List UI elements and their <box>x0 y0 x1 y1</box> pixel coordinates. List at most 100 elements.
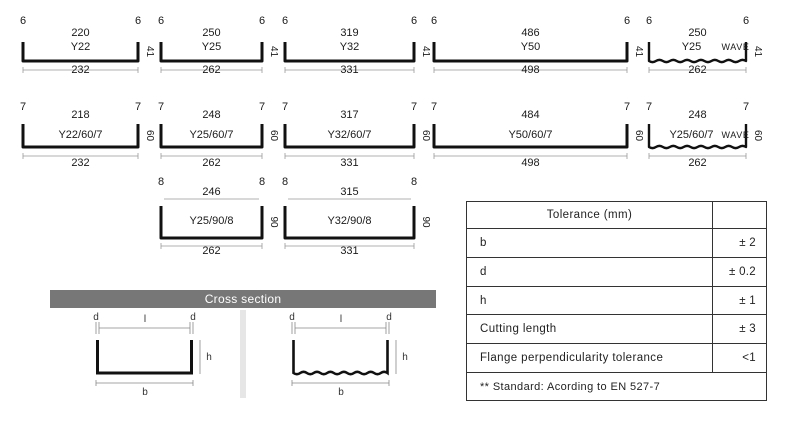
height-label: 41 <box>420 46 431 58</box>
height-label: 41 <box>752 46 763 58</box>
profile-shape <box>159 206 264 240</box>
height-label: 41 <box>633 46 644 58</box>
tolerance-row: Cutting length ± 3 <box>467 315 766 344</box>
outer-width-label: 498 <box>521 64 539 76</box>
outer-width-label: 232 <box>71 157 89 169</box>
profile-shape <box>283 206 416 240</box>
outer-width-label: 262 <box>202 157 220 169</box>
model-label: Y22/60/7 <box>58 129 102 141</box>
flange-label: 7 <box>743 101 749 113</box>
tolerance-row: h ± 1 <box>467 287 766 315</box>
outer-width-label: 262 <box>688 64 706 76</box>
profile-shape <box>283 42 416 63</box>
inner-width-label: 248 <box>202 109 220 121</box>
model-label: Y32 <box>340 41 360 53</box>
flange-label: 7 <box>135 101 141 113</box>
tolerance-label: d <box>467 258 713 286</box>
flange-label: 6 <box>743 15 749 27</box>
height-label: 60 <box>144 130 155 142</box>
tolerance-value: ± 3 <box>739 323 756 335</box>
tolerance-value: <1 <box>742 352 756 364</box>
profile-shape <box>159 42 264 63</box>
profile-shape <box>647 124 748 150</box>
dim-h-wave: h <box>402 352 408 363</box>
standard-note: ** Standard: Acording to EN 527-7 <box>480 381 661 393</box>
model-label: Y50/60/7 <box>508 129 552 141</box>
outer-width-label: 262 <box>688 157 706 169</box>
profile-shape <box>432 124 629 149</box>
dim-h: h <box>206 352 212 363</box>
profile-shape <box>647 42 748 64</box>
inner-width-label: 246 <box>202 186 220 198</box>
inner-width-label: 220 <box>71 27 89 39</box>
outer-width-label: 232 <box>71 64 89 76</box>
outer-width-label: 262 <box>202 245 220 257</box>
height-label: 60 <box>420 130 431 142</box>
tolerance-label: h <box>467 287 713 314</box>
flange-label: 8 <box>158 176 164 188</box>
height-label: 41 <box>144 46 155 58</box>
cross-section-title: Cross section <box>50 290 436 308</box>
profile-shape <box>159 124 264 149</box>
tolerance-header: Tolerance (mm) <box>467 202 713 228</box>
wave-label: WAVE <box>722 42 750 52</box>
tolerance-header-row: Tolerance (mm) <box>467 202 766 229</box>
dim-d-left-wave: d <box>289 312 295 323</box>
inner-width-label: 484 <box>521 109 539 121</box>
flange-label: 8 <box>411 176 417 188</box>
flange-label: 6 <box>282 15 288 27</box>
tolerance-label: b <box>467 229 713 257</box>
model-label: Y32/90/8 <box>327 215 371 227</box>
height-label: 41 <box>268 46 279 58</box>
tolerance-label: Flange perpendicularity tolerance <box>467 344 713 372</box>
cross-section-wave: d l d h b <box>246 310 436 398</box>
profile-shape <box>432 42 629 63</box>
model-label: Y50 <box>521 41 541 53</box>
outer-width-label: 331 <box>340 64 358 76</box>
outer-width-label: 262 <box>202 64 220 76</box>
model-label: Y22 <box>71 41 91 53</box>
tolerance-table: Tolerance (mm) b ± 2 d ± 0.2 h ± 1 Cutti… <box>466 201 767 401</box>
height-label: 90 <box>268 216 279 228</box>
height-label: 60 <box>268 130 279 142</box>
dim-d-right: d <box>190 312 196 323</box>
tolerance-row: b ± 2 <box>467 229 766 258</box>
flange-label: 6 <box>646 15 652 27</box>
model-label: Y25 <box>202 41 222 53</box>
flange-label: 7 <box>158 101 164 113</box>
flange-label: 7 <box>20 101 26 113</box>
outer-width-label: 331 <box>340 157 358 169</box>
tolerance-row: Flange perpendicularity tolerance <1 <box>467 344 766 373</box>
flange-label: 7 <box>431 101 437 113</box>
flange-label: 8 <box>282 176 288 188</box>
tolerance-value: ± 1 <box>739 294 756 307</box>
cross-section-plain: d l d h b <box>50 310 240 398</box>
flange-label: 7 <box>411 101 417 113</box>
profile-shape <box>283 124 416 149</box>
inner-width-label: 250 <box>688 27 706 39</box>
outer-width-label: 498 <box>521 157 539 169</box>
dim-b: b <box>142 387 148 398</box>
model-label: Y25/60/7 <box>669 129 713 141</box>
flange-label: 7 <box>646 101 652 113</box>
height-label: 60 <box>633 130 644 142</box>
model-label: Y25/60/7 <box>189 129 233 141</box>
height-label: 60 <box>752 130 763 142</box>
flange-label: 6 <box>20 15 26 27</box>
cross-section-panel: Cross section d l d h b <box>50 290 436 398</box>
dim-l-wave: l <box>340 314 342 325</box>
flange-label: 6 <box>135 15 141 27</box>
flange-label: 7 <box>259 101 265 113</box>
inner-width-label: 315 <box>340 186 358 198</box>
outer-width-label: 331 <box>340 245 358 257</box>
model-label: Y25 <box>682 41 702 53</box>
cross-section-body: d l d h b d l d <box>50 310 436 398</box>
flange-label: 6 <box>259 15 265 27</box>
model-label: Y25/90/8 <box>189 215 233 227</box>
dim-l: l <box>144 314 146 325</box>
flange-label: 8 <box>259 176 265 188</box>
tolerance-label: Cutting length <box>467 315 713 343</box>
flange-label: 6 <box>158 15 164 27</box>
dim-d-right-wave: d <box>386 312 392 323</box>
